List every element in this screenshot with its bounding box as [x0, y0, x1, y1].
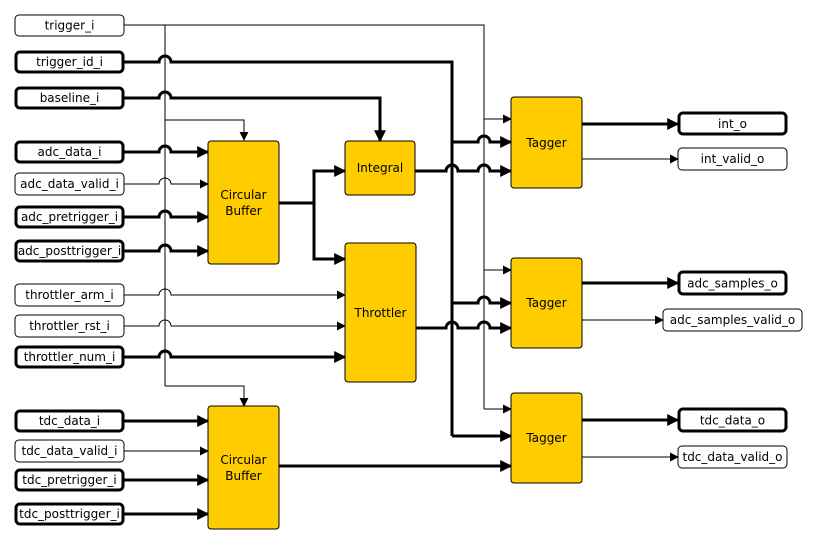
input-label: tdc_data_valid_i [21, 444, 117, 458]
input-label: tdc_posttrigger_i [19, 507, 120, 521]
trigger-bus-wire [124, 24, 485, 119]
output-label: adc_samples_o [687, 277, 778, 291]
input-label: adc_data_i [38, 145, 102, 159]
adc-data-wire [124, 144, 210, 158]
input-label: throttler_num_i [24, 350, 116, 364]
input-label: tdc_pretrigger_i [22, 473, 116, 487]
input-label: trigger_id_i [36, 55, 103, 69]
input-ports: trigger_i trigger_id_i baseline_i adc_da… [14, 14, 125, 526]
output-label: int_valid_o [701, 152, 765, 166]
tagger-block-tdc: Tagger [510, 392, 583, 484]
output-label: tdc_data_valid_o [682, 450, 782, 464]
output-int-o: int_o [677, 111, 788, 136]
tagger-block-adc: Tagger [510, 257, 583, 349]
input-throttler-rst-i: throttler_rst_i [14, 314, 125, 338]
throttler-block: Throttler [344, 242, 417, 383]
block-label: Throttler [353, 306, 406, 320]
trigger-id-wire [124, 54, 454, 436]
integral-block: Integral [344, 140, 416, 196]
trigger-to-adc-buffer-wire [165, 119, 249, 141]
tagger-block-int: Tagger [510, 96, 583, 189]
output-tdc-data-valid-o: tdc_data_valid_o [677, 445, 788, 469]
blocks: Circular Buffer Integral Throttler Circu… [207, 96, 583, 530]
input-adc-data-valid-i: adc_data_valid_i [14, 172, 125, 196]
input-label: adc_data_valid_i [20, 177, 119, 191]
wires [124, 24, 680, 520]
block-label: Tagger [525, 431, 566, 445]
output-label: tdc_data_o [700, 414, 765, 428]
input-trigger-i: trigger_i [14, 14, 125, 37]
input-label: adc_posttrigger_i [18, 244, 121, 258]
output-label: adc_samples_valid_o [670, 313, 796, 327]
trigger-id-to-tagger1-wire [452, 134, 513, 148]
output-label: int_o [718, 117, 747, 131]
integral-to-tagger-wire [415, 163, 513, 177]
output-int-valid-o: int_valid_o [677, 147, 788, 171]
adc-data-valid-wire [124, 177, 209, 189]
baseline-wire [124, 90, 386, 143]
adc-pretrigger-wire [124, 209, 210, 223]
throttler-arm-wire [124, 288, 346, 300]
buffer-to-throttler-wire [312, 203, 347, 265]
input-tdc-pretrigger-i: tdc_pretrigger_i [14, 468, 125, 492]
input-adc-posttrigger-i: adc_posttrigger_i [14, 239, 125, 263]
input-adc-data-i: adc_data_i [14, 140, 125, 164]
trigger-id-to-tagger2-wire [452, 295, 513, 309]
input-throttler-arm-i: throttler_arm_i [14, 283, 125, 307]
input-tdc-data-i: tdc_data_i [14, 409, 125, 433]
block-label-line1: Circular [220, 188, 266, 202]
input-tdc-posttrigger-i: tdc_posttrigger_i [14, 502, 125, 526]
block-label-line2: Buffer [225, 469, 261, 483]
input-label: throttler_rst_i [29, 319, 110, 333]
output-ports: int_o int_valid_o adc_samples_o adc_samp… [662, 111, 803, 469]
input-label: adc_pretrigger_i [21, 210, 118, 224]
tdc-circular-buffer-block: Circular Buffer [207, 405, 280, 530]
output-tdc-data-o: tdc_data_o [677, 407, 788, 433]
input-baseline-i: baseline_i [14, 86, 125, 110]
input-label: baseline_i [40, 91, 100, 105]
input-adc-pretrigger-i: adc_pretrigger_i [14, 205, 125, 229]
input-tdc-data-valid-i: tdc_data_valid_i [14, 439, 125, 463]
output-adc-samples-o: adc_samples_o [677, 270, 788, 296]
input-label: throttler_arm_i [25, 288, 113, 302]
block-label: Integral [357, 161, 403, 175]
throttler-to-tagger-wire [416, 320, 513, 334]
buffer-to-integral-wire [279, 165, 347, 205]
adc-circular-buffer-block: Circular Buffer [207, 140, 280, 265]
input-trigger-id-i: trigger_id_i [14, 50, 125, 74]
input-label: tdc_data_i [39, 414, 100, 428]
input-label: trigger_i [45, 19, 95, 33]
block-label: Tagger [525, 136, 566, 150]
throttler-rst-wire [124, 319, 346, 331]
output-adc-samples-valid-o: adc_samples_valid_o [662, 308, 803, 332]
input-throttler-num-i: throttler_num_i [14, 345, 125, 369]
block-label-line2: Buffer [225, 204, 261, 218]
block-label: Tagger [525, 296, 566, 310]
throttler-num-wire [124, 349, 347, 363]
trigger-to-tdc-buffer-wire [165, 385, 249, 407]
block-label-line1: Circular [220, 453, 266, 467]
adc-posttrigger-wire [124, 243, 210, 257]
